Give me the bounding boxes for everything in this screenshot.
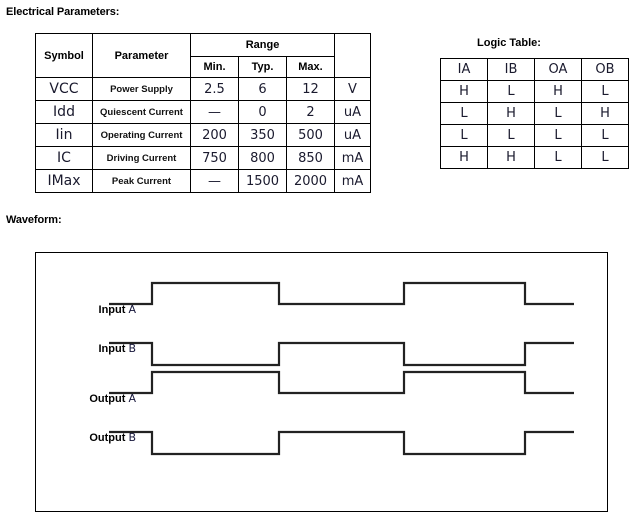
cell-parameter: Driving Current [92,146,191,170]
table-row: L L L L [440,124,629,147]
column-header-unit [334,33,371,78]
cell-max: 850 [286,146,335,170]
cell-typ: 0 [238,100,287,124]
cell-oa: L [534,146,582,169]
cell-unit: uA [334,123,371,147]
logic-table-body: IA IB OA OB H L H L L H L H L L L L H H … [440,58,629,169]
logic-table: IA IB OA OB H L H L L H L H L L L L H H … [440,58,629,169]
cell-ia: H [440,146,488,169]
waveform-traces-svg [109,281,574,456]
waveform-label-input-a-channel: A [128,303,136,316]
waveform-label-input-b: Input B [44,342,137,355]
cell-oa: H [534,80,582,103]
cell-ib: H [487,146,535,169]
column-header-ia: IA [440,58,488,81]
cell-min: — [190,100,239,124]
cell-ia: H [440,80,488,103]
table-row: H L H L [440,80,629,103]
cell-ib: H [487,102,535,125]
cell-ob: H [581,102,629,125]
table-row: Iin Operating Current 200 350 500 uA [35,123,371,147]
cell-max: 2 [286,100,335,124]
cell-min: — [190,169,239,193]
waveform-label-input-b-name: Input [98,343,126,355]
table-header-row-primary: Symbol Parameter Range [35,33,371,78]
waveform-label-output-a-name: Output [89,393,126,405]
cell-max: 2000 [286,169,335,193]
column-header-max: Max. [286,56,335,78]
cell-ia: L [440,102,488,125]
cell-min: 750 [190,146,239,170]
cell-ob: L [581,146,629,169]
electrical-parameters-table: Symbol Parameter Range Min. Typ. Max. VC… [35,33,371,193]
electrical-table-head: Symbol Parameter Range Min. Typ. Max. [35,33,371,78]
waveform-trace-input-a [109,281,574,306]
table-row: Idd Quiescent Current — 0 2 uA [35,100,371,124]
page-title-logic-table: Logic Table: [477,37,541,49]
cell-typ: 800 [238,146,287,170]
column-header-range: Range [190,33,335,57]
cell-symbol: Idd [35,100,93,124]
table-header-row: IA IB OA OB [440,58,629,81]
cell-parameter: Operating Current [92,123,191,147]
cell-oa: L [534,124,582,147]
column-header-symbol: Symbol [35,33,93,78]
table-row: H H L L [440,146,629,169]
cell-symbol: IC [35,146,93,170]
table-row: IC Driving Current 750 800 850 mA [35,146,371,170]
waveform-label-input-a-name: Input [98,304,126,316]
waveform-label-input-b-channel: B [128,342,136,355]
waveform-label-output-b-channel: B [128,431,136,444]
waveform-label-output-a: Output A [36,392,136,405]
cell-typ: 6 [238,77,287,101]
cell-unit: uA [334,100,371,124]
table-row: L H L H [440,102,629,125]
column-header-oa: OA [534,58,582,81]
waveform-trace-group [109,281,574,456]
electrical-table-body: VCC Power Supply 2.5 6 12 V Idd Quiescen… [35,77,371,193]
page-title-waveform: Waveform: [6,214,62,226]
cell-symbol: Iin [35,123,93,147]
cell-parameter: Power Supply [92,77,191,101]
column-header-min: Min. [190,56,239,78]
column-header-ib: IB [487,58,535,81]
waveform-label-output-b-name: Output [89,432,126,444]
waveform-label-output-b: Output B [36,431,136,444]
cell-oa: L [534,102,582,125]
page-title-electrical-parameters: Electrical Parameters: [6,6,120,18]
waveform-label-input-a: Input A [44,303,136,316]
cell-min: 2.5 [190,77,239,101]
cell-parameter: Quiescent Current [92,100,191,124]
cell-ib: L [487,124,535,147]
cell-min: 200 [190,123,239,147]
cell-ob: L [581,80,629,103]
cell-ob: L [581,124,629,147]
cell-unit: mA [334,146,371,170]
waveform-trace-output-b [109,430,574,456]
column-header-ob: OB [581,58,629,81]
column-header-parameter: Parameter [92,33,191,78]
cell-typ: 350 [238,123,287,147]
cell-max: 500 [286,123,335,147]
cell-ib: L [487,80,535,103]
cell-parameter: Peak Current [92,169,191,193]
cell-typ: 1500 [238,169,287,193]
table-row: IMax Peak Current — 1500 2000 mA [35,169,371,193]
cell-ia: L [440,124,488,147]
cell-symbol: IMax [35,169,93,193]
cell-unit: V [334,77,371,101]
waveform-trace-input-b [109,341,574,367]
cell-unit: mA [334,169,371,193]
waveform-diagram-panel: Input A Input B Output A Output B [35,252,608,512]
table-row: VCC Power Supply 2.5 6 12 V [35,77,371,101]
column-header-typ: Typ. [238,56,287,78]
waveform-trace-output-a [109,370,574,395]
cell-max: 12 [286,77,335,101]
cell-symbol: VCC [35,77,93,101]
waveform-label-output-a-channel: A [128,392,136,405]
